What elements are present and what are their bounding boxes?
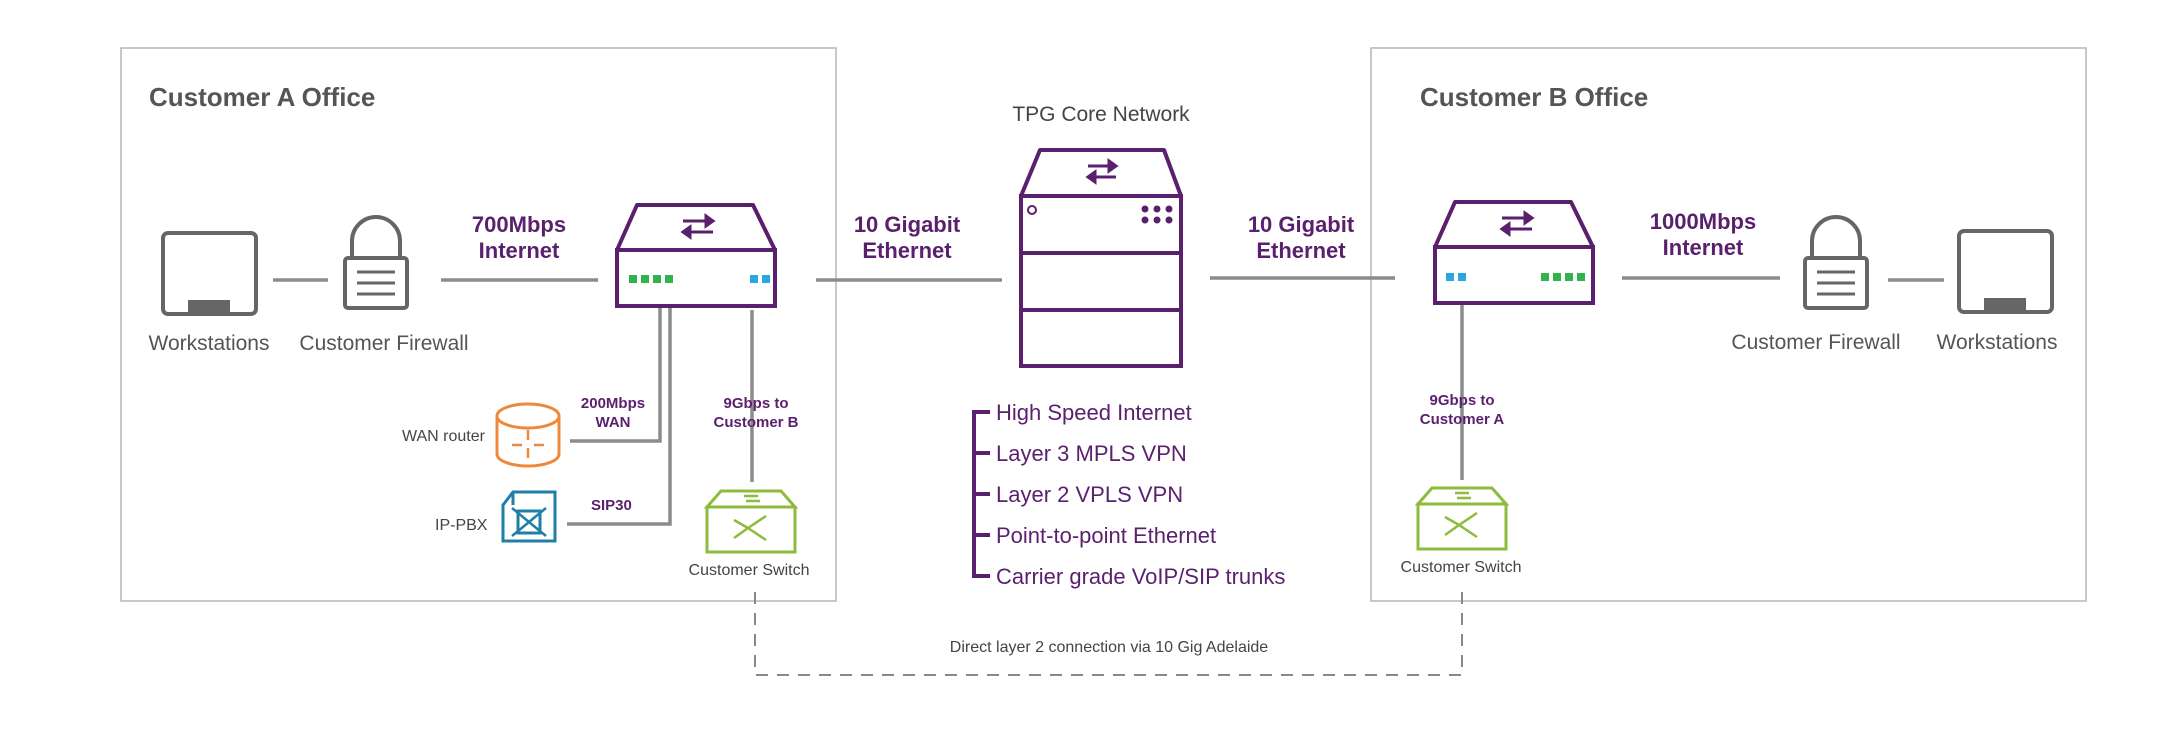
service-item: High Speed Internet [996,400,1192,425]
workstation-a-icon [161,231,258,316]
ip-pbx-icon [501,490,557,543]
internet-speed-b-text: 1000Mbps Internet [1649,209,1757,260]
firewall-b-lock-icon [1803,215,1869,310]
internet-speed-a: 700Mbps Internet [472,212,566,264]
core-right-link-text: 10 Gigabit Ethernet [1247,212,1355,263]
wan-router-label: WAN router [402,428,485,445]
core-left-link-text: 10 Gigabit Ethernet [853,212,961,263]
core-network-title: TPG Core Network [1012,103,1190,126]
direct-layer2-dashed-link [754,592,1463,676]
customer-a-office-box [120,47,837,602]
core-right-link-label: 10 Gigabit Ethernet [1248,212,1354,264]
tpg-core-network-icon [1019,148,1183,368]
services-bracket [972,410,990,578]
customer-a-office-title: Customer A Office [149,82,376,112]
link-to-a-text: 9Gbps to Customer A [1419,392,1505,428]
switch-b-icon [1414,486,1510,551]
service-item: Layer 3 MPLS VPN [996,441,1187,466]
wan-router-icon [495,402,561,468]
wan-speed-text: 200Mbps WAN [580,395,646,431]
workstation-b-icon [1957,229,2054,314]
switch-a-icon [703,489,799,554]
office-b-links [1210,276,1944,480]
router-b-icon [1433,200,1595,305]
internet-speed-a-text: 700Mbps Internet [471,212,567,263]
firewall-a-label: Customer Firewall [299,332,469,355]
service-item: Layer 2 VPLS VPN [996,482,1184,507]
firewall-b-label: Customer Firewall [1731,331,1901,354]
link-to-b-text: 9Gbps to Customer B [713,395,799,431]
link-to-a-label: 9Gbps to Customer A [1420,391,1504,429]
link-to-b-label: 9Gbps to Customer B [713,394,798,432]
workstations-b-label: Workstations [1936,331,2058,354]
direct-link-label: Direct layer 2 connection via 10 Gig Ade… [949,639,1269,656]
service-item: Point-to-point Ethernet [996,523,1217,548]
switch-a-label: Customer Switch [688,562,810,579]
workstations-a-label: Workstations [148,332,270,355]
sip-label: SIP30 [591,497,632,514]
ip-pbx-label: IP-PBX [435,517,488,534]
switch-b-label: Customer Switch [1400,559,1522,576]
customer-b-office-box [1370,47,2087,602]
firewall-a-lock-icon [343,215,409,310]
wan-speed-label: 200Mbps WAN [581,394,645,432]
office-a-links [273,278,1002,526]
core-left-link-label: 10 Gigabit Ethernet [854,212,960,264]
router-a-icon [615,203,777,308]
internet-speed-b: 1000Mbps Internet [1650,209,1756,261]
customer-b-office-title: Customer B Office [1420,82,1649,112]
service-item: Carrier grade VoIP/SIP trunks [996,564,1286,589]
